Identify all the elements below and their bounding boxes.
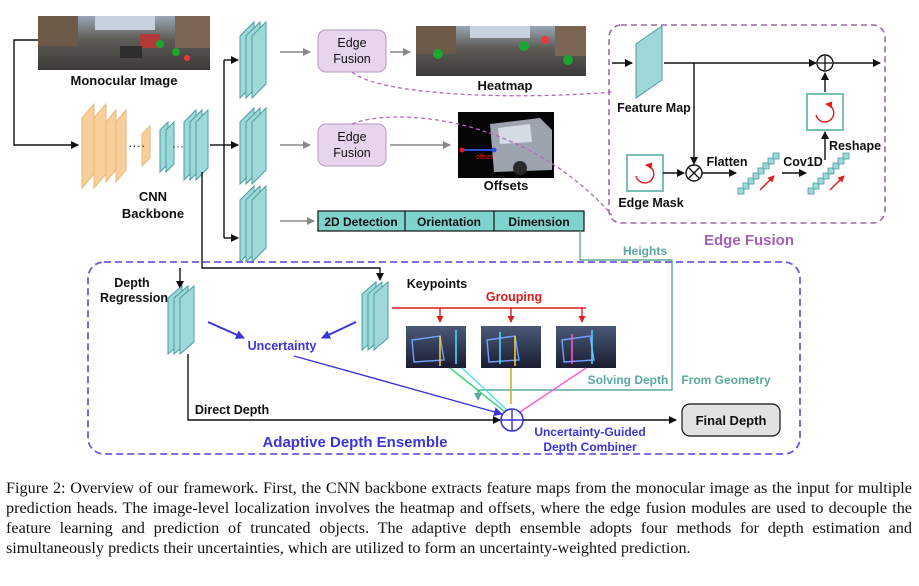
backbone-dots-1: ····: [128, 138, 145, 153]
backbone-dots-2: ···: [172, 139, 184, 153]
framework-diagram: Monocular Image ···· ··· CNN Backbone: [13, 16, 886, 455]
panel-edge-mask-box: [626, 154, 664, 192]
heights-label: Heights: [623, 244, 667, 258]
keypoint-group-2: [481, 326, 541, 368]
depth-regression-label-2: Regression: [100, 291, 168, 305]
head-features-3d: [239, 184, 267, 264]
uncertainty-arrow-left: [207, 321, 245, 339]
input-arrow: [13, 39, 79, 149]
head-dimension: Dimension: [508, 215, 569, 229]
head-orientation: Orientation: [417, 215, 481, 229]
direct-depth-label: Direct Depth: [195, 403, 269, 417]
head-features-heatmap: [239, 20, 267, 100]
keypoint-group-3: [556, 326, 616, 368]
offsets-label: Offsets: [484, 178, 529, 193]
group-1-to-combiner: [449, 367, 506, 413]
monocular-image: [38, 16, 210, 70]
cnn-backbone: [81, 102, 151, 190]
panel-flatten-label: Flatten: [707, 155, 748, 169]
heatmap-image: [416, 26, 586, 76]
panel-vector-1-arrow: [759, 175, 775, 191]
head-2d-detection: 2D Detection: [324, 215, 397, 229]
offsets-image: [458, 112, 554, 178]
edge-fusion-2-line-1: Edge: [337, 130, 366, 144]
prediction-heads: [317, 210, 585, 232]
combiner-label-1: Uncertainty-Guided: [534, 425, 645, 439]
panel-feature-map-label: Feature Map: [617, 101, 691, 115]
panel-reshape-label: Reshape: [829, 139, 881, 153]
final-depth-box: [681, 403, 781, 437]
depth-regression-features: [167, 284, 195, 356]
panel-reshape-box: [806, 93, 844, 131]
panel-vector-2-arrow: [829, 175, 845, 191]
panel-feature-map: [635, 25, 663, 99]
panel-multiply-b: [688, 167, 700, 179]
input-label: Monocular Image: [71, 73, 178, 88]
group-1b-to-combiner: [461, 367, 508, 411]
solving-depth-label: Solving Depth: [588, 373, 669, 387]
panel-flat-vector-1: [737, 152, 780, 195]
figure-caption: Figure 2: Overview of our framework. Fir…: [6, 479, 912, 557]
ensemble-title: Adaptive Depth Ensemble: [262, 434, 447, 451]
heights-path: [474, 231, 673, 401]
panel-conv1d-label: Cov1D: [783, 155, 823, 169]
direct-depth-arrow: [187, 354, 501, 424]
backbone-feature-blocks: [159, 108, 209, 182]
from-geometry-label: From Geometry: [681, 373, 771, 387]
panel-edge-mask-label: Edge Mask: [618, 196, 683, 210]
combiner-label-2: Depth Combiner: [543, 440, 637, 454]
keypoints-features: [361, 280, 389, 352]
ensemble-panel: [87, 261, 801, 455]
edge-fusion-panel: [608, 24, 886, 224]
edge-fusion-1-line-2: Fusion: [333, 52, 371, 66]
grouping-label: Grouping: [486, 290, 542, 304]
group-3-to-combiner: [519, 367, 587, 413]
panel-flat-vector-2: [807, 152, 850, 195]
uncertainty-arrow-right: [321, 321, 357, 339]
keypoints-label: Keypoints: [407, 277, 467, 291]
keypoint-group-1: [406, 326, 466, 368]
uncertainty-to-combiner: [293, 355, 503, 417]
head-features-offsets: [239, 106, 267, 186]
branch-to-keypoints: [201, 172, 384, 281]
panel-reshape-icon: [815, 101, 835, 123]
edge-fusion-2-line-2: Fusion: [333, 146, 371, 160]
backbone-label-2: Backbone: [122, 206, 184, 221]
edge-fusion-1-line-1: Edge: [337, 36, 366, 50]
heatmap-label: Heatmap: [478, 78, 533, 93]
offsets-image-text: offset: [476, 154, 493, 161]
depth-regression-label-1: Depth: [114, 276, 149, 290]
panel-title: Edge Fusion: [704, 232, 794, 249]
fusion-link-1: [351, 71, 613, 97]
final-depth-label: Final Depth: [696, 413, 767, 428]
backbone-label-1: CNN: [139, 189, 167, 204]
panel-edge-mask-icon: [635, 162, 655, 184]
uncertainty-label: Uncertainty: [248, 339, 317, 353]
